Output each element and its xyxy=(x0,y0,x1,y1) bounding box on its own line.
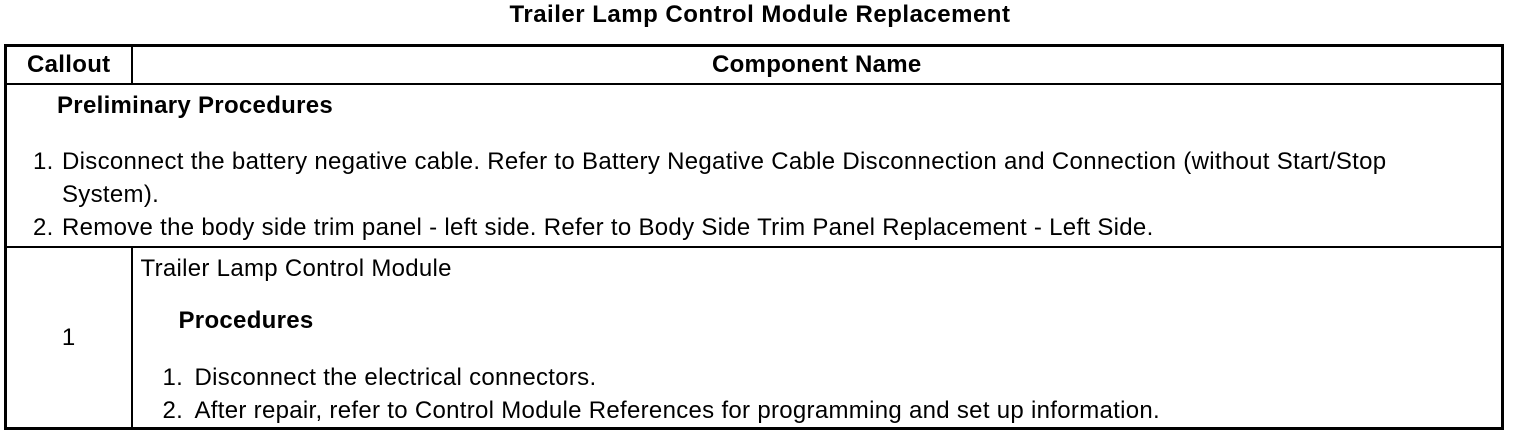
step-text: Disconnect the electrical connectors. xyxy=(194,364,597,391)
step-text: Disconnect the battery negative cable. R… xyxy=(62,148,1387,208)
preliminary-procedures-cell: Preliminary Procedures 1. Disconnect the… xyxy=(4,83,1504,248)
preliminary-steps-list: 1. Disconnect the battery negative cable… xyxy=(7,145,1501,244)
preliminary-procedures-row: Preliminary Procedures 1. Disconnect the… xyxy=(4,83,1504,248)
step-number: 2. xyxy=(162,397,184,424)
component-cell: Trailer Lamp Control Module Procedures 1… xyxy=(130,246,1504,430)
step-text: Remove the body side trim panel - left s… xyxy=(62,214,1154,241)
list-item: 1. Disconnect the battery negative cable… xyxy=(33,145,1501,211)
list-item: 2. After repair, refer to Control Module… xyxy=(163,394,1502,427)
component-table: Callout Component Name Preliminary Proce… xyxy=(4,44,1504,430)
column-header-component-name: Component Name xyxy=(130,44,1504,85)
step-number: 1. xyxy=(162,364,184,391)
procedures-heading: Procedures xyxy=(178,307,314,334)
step-text: After repair, refer to Control Module Re… xyxy=(194,397,1161,424)
preliminary-procedures-heading: Preliminary Procedures xyxy=(57,92,334,119)
column-header-callout: Callout xyxy=(4,44,133,85)
list-item: 2. Remove the body side trim panel - lef… xyxy=(33,211,1501,244)
callout-value: 1 xyxy=(4,246,133,430)
step-number: 1. xyxy=(33,148,54,175)
page-title: Trailer Lamp Control Module Replacement xyxy=(509,1,1011,28)
list-item: 1. Disconnect the electrical connectors. xyxy=(163,361,1502,394)
procedures-steps-list: 1. Disconnect the electrical connectors.… xyxy=(141,361,1502,427)
step-number: 2. xyxy=(33,214,54,241)
table-row: 1 Trailer Lamp Control Module Procedures… xyxy=(4,246,1504,430)
table-header-row: Callout Component Name xyxy=(4,44,1504,85)
component-name: Trailer Lamp Control Module xyxy=(140,255,452,282)
